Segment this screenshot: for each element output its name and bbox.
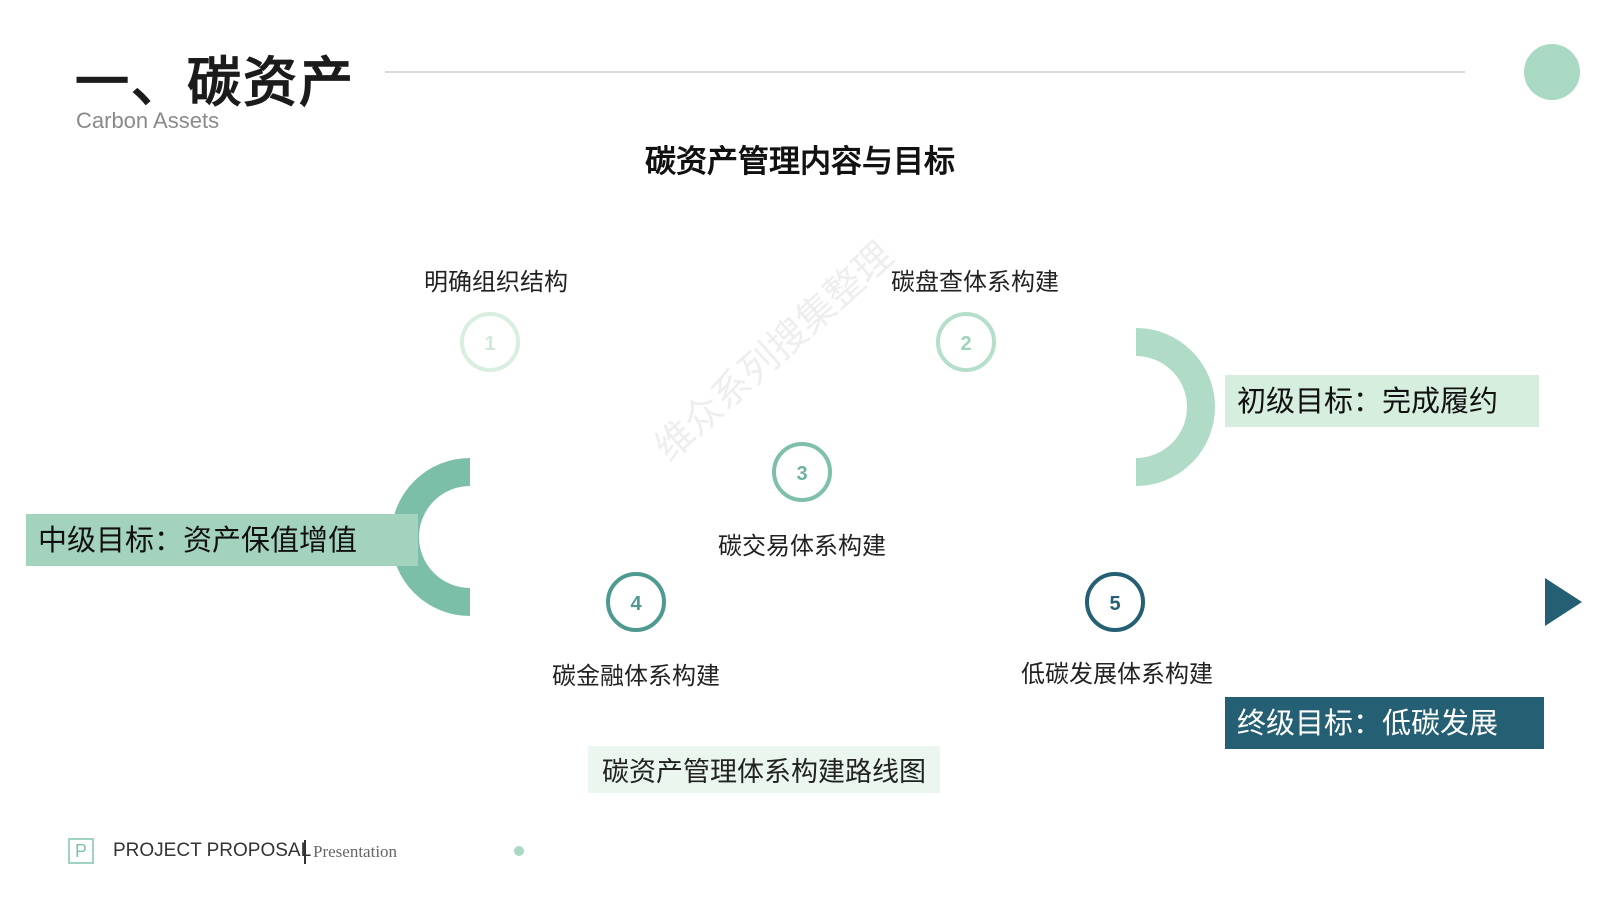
step-number-1: 1 bbox=[484, 333, 495, 355]
roadmap-caption: 碳资产管理体系构建路线图 bbox=[588, 746, 940, 793]
step-number-5: 5 bbox=[1109, 593, 1120, 615]
goal-primary: 初级目标：完成履约 bbox=[1225, 375, 1539, 427]
page-subtitle: Carbon Assets bbox=[76, 108, 220, 133]
decorative-circle bbox=[1524, 44, 1580, 100]
page-title: 一、碳资产 bbox=[75, 50, 355, 114]
step-number-2: 2 bbox=[960, 333, 971, 355]
step-marker-4: 4 bbox=[606, 572, 666, 632]
main-heading: 碳资产管理内容与目标 bbox=[645, 144, 955, 180]
step-label-2: 碳盘查体系构建 bbox=[891, 268, 1059, 296]
step-label-4: 碳金融体系构建 bbox=[552, 662, 720, 690]
step-label-5: 低碳发展体系构建 bbox=[1021, 660, 1213, 688]
road-arrow-head bbox=[1545, 578, 1582, 626]
step-label-3: 碳交易体系构建 bbox=[718, 532, 886, 560]
step-marker-1: 1 bbox=[460, 312, 520, 372]
project-logo-icon: P bbox=[68, 838, 94, 864]
footer-dot bbox=[514, 846, 524, 856]
step-label-1: 明确组织结构 bbox=[424, 268, 568, 296]
goal-mid: 中级目标：资产保值增值 bbox=[26, 514, 418, 566]
step-marker-3: 3 bbox=[772, 442, 832, 502]
footer-separator bbox=[304, 840, 306, 864]
step-number-3: 3 bbox=[796, 463, 807, 485]
title-divider bbox=[385, 71, 1465, 73]
goal-final: 终级目标：低碳发展 bbox=[1225, 697, 1544, 749]
step-number-4: 4 bbox=[630, 593, 642, 615]
step-marker-5: 5 bbox=[1085, 572, 1145, 632]
footer-presentation-label: Presentation bbox=[313, 842, 398, 861]
step-marker-2: 2 bbox=[936, 312, 996, 372]
footer-project-label: PROJECT PROPOSAL bbox=[113, 840, 312, 861]
road-bend-right bbox=[1135, 328, 1215, 486]
